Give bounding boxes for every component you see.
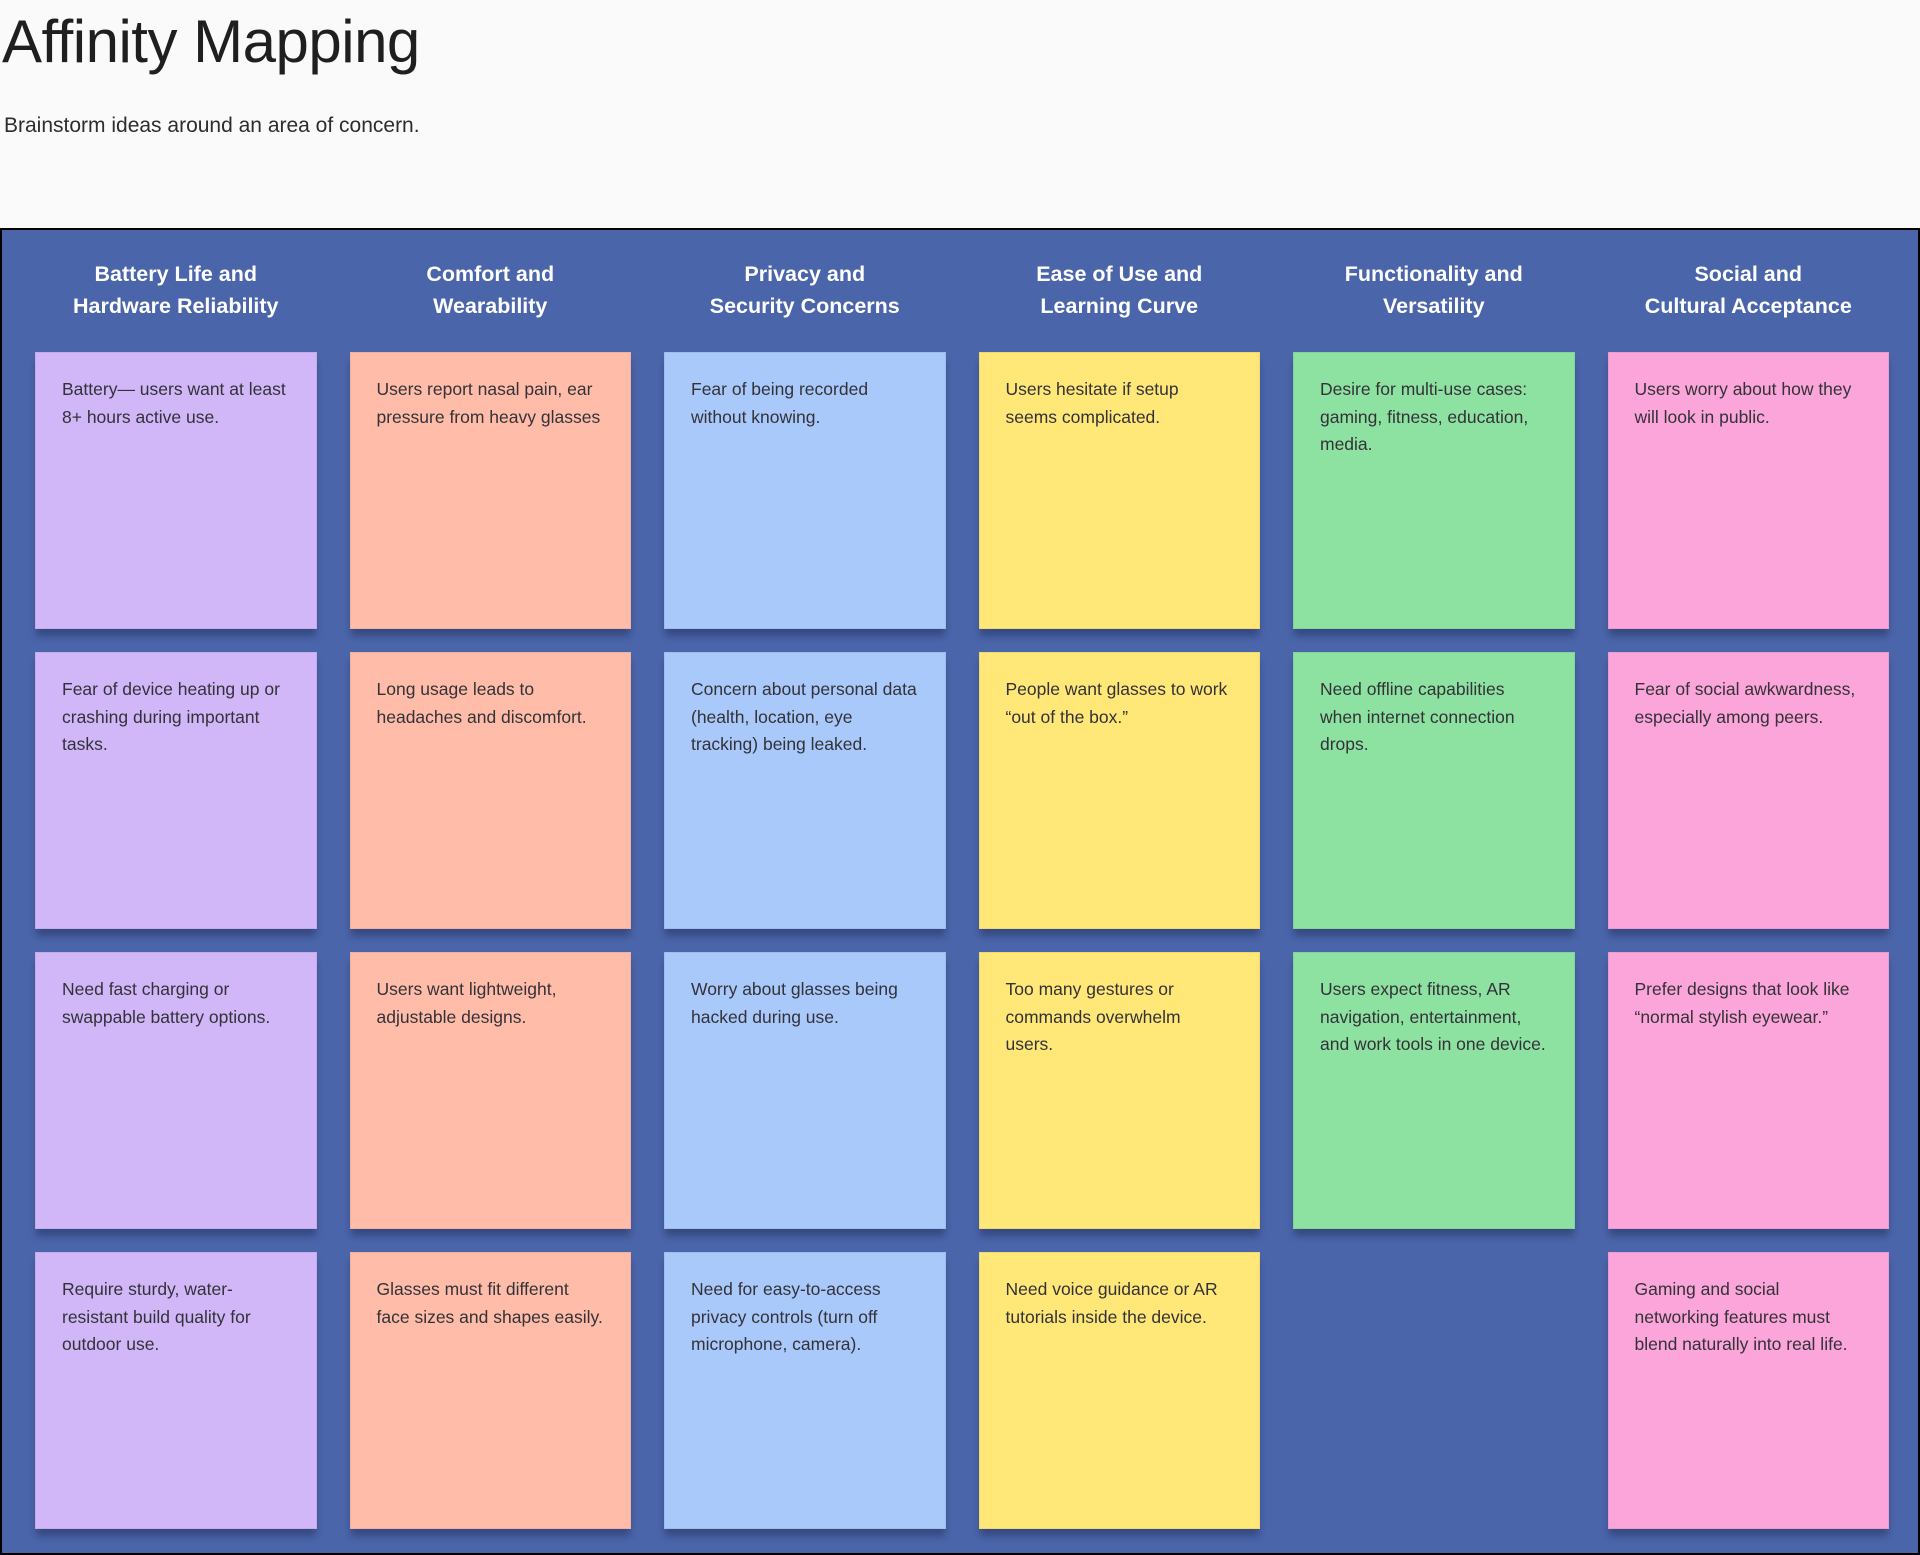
column-title: Comfort and Wearability bbox=[350, 256, 632, 352]
sticky-note[interactable]: Need for easy-to-access privacy controls… bbox=[664, 1252, 946, 1529]
affinity-column-comfort-and-wearability: Comfort and Wearability Users report nas… bbox=[349, 256, 632, 1553]
sticky-note[interactable]: Battery— users want at least 8+ hours ac… bbox=[35, 352, 317, 629]
affinity-column-privacy-and-security-concerns: Privacy and Security Concerns Fear of be… bbox=[664, 256, 946, 1553]
sticky-note-text: Require sturdy, water-resistant build qu… bbox=[62, 1279, 251, 1355]
sticky-note[interactable]: Users expect fitness, AR navigation, ent… bbox=[1293, 952, 1575, 1229]
sticky-note-text: People want glasses to work “out of the … bbox=[1005, 679, 1228, 727]
affinity-column-functionality-and-versatility: Functionality and Versatility Desire for… bbox=[1293, 256, 1575, 1553]
column-title-line-2: Hardware Reliability bbox=[72, 294, 279, 319]
column-title-line-2: Security Concerns bbox=[709, 294, 900, 319]
sticky-note[interactable]: People want glasses to work “out of the … bbox=[978, 652, 1260, 929]
sticky-note[interactable]: Too many gestures or commands overwhelm … bbox=[978, 952, 1260, 1229]
sticky-note-text: Need for easy-to-access privacy controls… bbox=[691, 1279, 881, 1355]
sticky-note-text: Users hesitate if setup seems complicate… bbox=[1005, 379, 1179, 427]
column-title: Battery Life and Hardware Reliability bbox=[35, 256, 317, 352]
sticky-note-text: Gaming and social networking features mu… bbox=[1634, 1279, 1848, 1355]
board-columns: Battery Life and Hardware Reliability Ba… bbox=[35, 256, 1889, 1553]
sticky-note[interactable]: Long usage leads to headaches and discom… bbox=[349, 652, 631, 929]
sticky-note-text: Too many gestures or commands overwhelm … bbox=[1005, 979, 1181, 1055]
sticky-note-text: Fear of device heating up or crashing du… bbox=[62, 679, 280, 755]
sticky-note-text: Glasses must fit different face sizes an… bbox=[376, 1279, 603, 1327]
column-title-line-2: Cultural Acceptance bbox=[1644, 294, 1852, 319]
column-title-line-2: Versatility bbox=[1382, 294, 1485, 319]
column-title-line-1: Comfort and bbox=[426, 262, 555, 286]
sticky-note-text: Fear of being recorded without knowing. bbox=[691, 379, 869, 427]
sticky-note[interactable]: Require sturdy, water-resistant build qu… bbox=[35, 1252, 317, 1529]
column-title: Privacy and Security Concerns bbox=[664, 256, 946, 352]
column-notes: Users hesitate if setup seems complicate… bbox=[978, 352, 1260, 1552]
affinity-column-ease-of-use-and-learning-curve: Ease of Use and Learning Curve Users hes… bbox=[978, 256, 1261, 1553]
column-title-line-1: Ease of Use and bbox=[1036, 262, 1203, 286]
sticky-note[interactable]: Users report nasal pain, ear pressure fr… bbox=[349, 352, 631, 629]
sticky-note-text: Prefer designs that look like “normal st… bbox=[1634, 979, 1850, 1027]
sticky-note-text: Concern about personal data (health, loc… bbox=[691, 679, 917, 755]
sticky-note[interactable]: Fear of social awkwardness, especially a… bbox=[1607, 652, 1889, 929]
affinity-column-battery-life-and-hardware-reliability: Battery Life and Hardware Reliability Ba… bbox=[35, 256, 317, 1553]
sticky-note-text: Need fast charging or swappable battery … bbox=[62, 979, 271, 1027]
column-title: Social and Cultural Acceptance bbox=[1608, 256, 1890, 352]
sticky-note-text: Fear of social awkwardness, especially a… bbox=[1634, 679, 1856, 727]
sticky-note[interactable]: Prefer designs that look like “normal st… bbox=[1607, 952, 1889, 1229]
sticky-note-text: Users worry about how they will look in … bbox=[1634, 379, 1852, 427]
sticky-note-text: Users want lightweight, adjustable desig… bbox=[376, 979, 557, 1027]
sticky-note-text: Need offline capabilities when internet … bbox=[1320, 679, 1515, 755]
sticky-note-text: Desire for multi-use cases: gaming, fitn… bbox=[1320, 379, 1529, 455]
sticky-note-text: Need voice guidance or AR tutorials insi… bbox=[1005, 1279, 1218, 1327]
affinity-board: Battery Life and Hardware Reliability Ba… bbox=[0, 228, 1920, 1555]
column-title-line-1: Social and bbox=[1694, 262, 1803, 286]
sticky-note[interactable]: Need voice guidance or AR tutorials insi… bbox=[978, 1252, 1260, 1529]
sticky-note[interactable]: Worry about glasses being hacked during … bbox=[664, 952, 946, 1229]
column-notes: Users worry about how they will look in … bbox=[1607, 352, 1889, 1552]
column-notes: Fear of being recorded without knowing. … bbox=[664, 352, 946, 1552]
column-notes: Battery— users want at least 8+ hours ac… bbox=[35, 352, 317, 1552]
sticky-note[interactable]: Need fast charging or swappable battery … bbox=[35, 952, 317, 1229]
sticky-note-text: Users expect fitness, AR navigation, ent… bbox=[1320, 979, 1546, 1055]
page-header: Affinity Mapping Brainstorm ideas around… bbox=[0, 0, 1920, 228]
column-notes: Users report nasal pain, ear pressure fr… bbox=[349, 352, 631, 1552]
sticky-note[interactable]: Users hesitate if setup seems complicate… bbox=[978, 352, 1260, 629]
sticky-note[interactable]: Users worry about how they will look in … bbox=[1607, 352, 1889, 629]
sticky-note[interactable]: Users want lightweight, adjustable desig… bbox=[349, 952, 631, 1229]
column-title-line-2: Learning Curve bbox=[1040, 294, 1199, 319]
column-title: Ease of Use and Learning Curve bbox=[979, 256, 1261, 352]
sticky-note-text: Battery— users want at least 8+ hours ac… bbox=[62, 379, 286, 427]
column-notes: Desire for multi-use cases: gaming, fitn… bbox=[1293, 352, 1575, 1252]
sticky-note[interactable]: Desire for multi-use cases: gaming, fitn… bbox=[1293, 352, 1575, 629]
sticky-note[interactable]: Gaming and social networking features mu… bbox=[1607, 1252, 1889, 1529]
column-title-line-2: Wearability bbox=[433, 294, 548, 319]
column-title-line-1: Functionality and bbox=[1344, 262, 1523, 286]
sticky-note[interactable]: Fear of device heating up or crashing du… bbox=[35, 652, 317, 929]
sticky-note-text: Worry about glasses being hacked during … bbox=[691, 979, 898, 1027]
sticky-note[interactable]: Fear of being recorded without knowing. bbox=[664, 352, 946, 629]
sticky-note[interactable]: Need offline capabilities when internet … bbox=[1293, 652, 1575, 929]
column-title: Functionality and Versatility bbox=[1293, 256, 1575, 352]
column-title-line-1: Battery Life and bbox=[94, 262, 257, 286]
sticky-note-text: Long usage leads to headaches and discom… bbox=[376, 679, 587, 727]
column-title-line-1: Privacy and bbox=[744, 262, 866, 286]
sticky-note[interactable]: Concern about personal data (health, loc… bbox=[664, 652, 946, 929]
affinity-column-social-and-cultural-acceptance: Social and Cultural Acceptance Users wor… bbox=[1607, 256, 1890, 1553]
sticky-note[interactable]: Glasses must fit different face sizes an… bbox=[349, 1252, 631, 1529]
sticky-note-text: Users report nasal pain, ear pressure fr… bbox=[376, 379, 601, 427]
page-subtitle: Brainstorm ideas around an area of conce… bbox=[4, 114, 420, 137]
page-title: Affinity Mapping bbox=[2, 8, 420, 75]
